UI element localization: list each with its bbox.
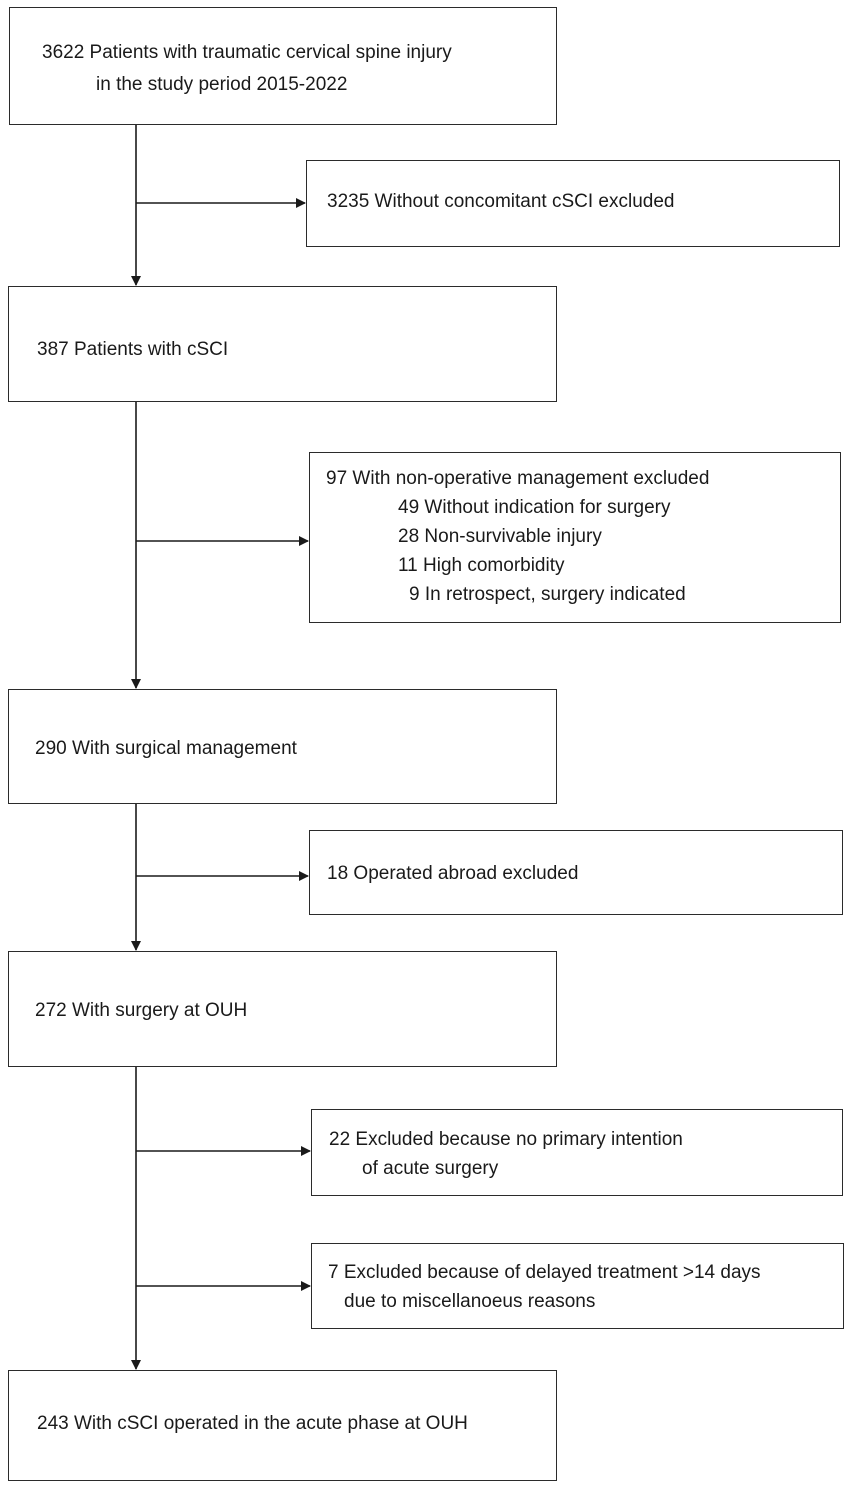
box-excluded-no-intention: 22 Excluded because no primary intention… <box>311 1109 843 1196</box>
box-excluded-abroad: 18 Operated abroad excluded <box>309 830 843 915</box>
box-excluded-non-operative: 97 With non-operative management exclude… <box>309 452 841 623</box>
box-total-patients-line-2: in the study period 2015-2022 <box>96 74 348 95</box>
box-surgery-at-ouh: 272 With surgery at OUH <box>8 951 557 1067</box>
box-excluded-delayed-line-2: due to miscellanoeus reasons <box>344 1291 596 1312</box>
box-excluded-no-cscI: 3235 Without concomitant cSCI excluded <box>306 160 840 247</box>
box-excluded-no-cscI-line-1: 3235 Without concomitant cSCI excluded <box>327 191 675 212</box>
box-surgical-management: 290 With surgical management <box>8 689 557 804</box>
box-excluded-no-intention-line-1: 22 Excluded because no primary intention <box>329 1129 683 1150</box>
box-excluded-abroad-line-1: 18 Operated abroad excluded <box>327 863 579 884</box>
box-total-patients-line-1: 3622 Patients with traumatic cervical sp… <box>42 42 452 63</box>
box-excluded-non-operative-line-4: 11 High comorbidity <box>398 555 565 576</box>
box-excluded-non-operative-line-1: 97 With non-operative management exclude… <box>326 468 710 489</box>
box-total-patients: 3622 Patients with traumatic cervical sp… <box>9 7 557 125</box>
box-excluded-delayed: 7 Excluded because of delayed treatment … <box>311 1243 844 1329</box>
box-excluded-non-operative-line-2: 49 Without indication for surgery <box>398 497 671 518</box>
box-surgery-at-ouh-line-1: 272 With surgery at OUH <box>35 1000 248 1021</box>
box-excluded-no-intention-line-2: of acute surgery <box>362 1158 499 1179</box>
box-final-cohort: 243 With cSCI operated in the acute phas… <box>8 1370 557 1481</box>
box-excluded-delayed-line-1: 7 Excluded because of delayed treatment … <box>328 1262 761 1283</box>
box-cscI-patients-line-1: 387 Patients with cSCI <box>37 339 229 360</box>
box-excluded-non-operative-line-3: 28 Non-survivable injury <box>398 526 602 547</box>
box-cscI-patients: 387 Patients with cSCI <box>8 286 557 402</box>
box-final-cohort-line-1: 243 With cSCI operated in the acute phas… <box>37 1413 468 1434</box>
box-surgical-management-line-1: 290 With surgical management <box>35 738 297 759</box>
box-excluded-non-operative-line-5: 9 In retrospect, surgery indicated <box>409 584 686 605</box>
